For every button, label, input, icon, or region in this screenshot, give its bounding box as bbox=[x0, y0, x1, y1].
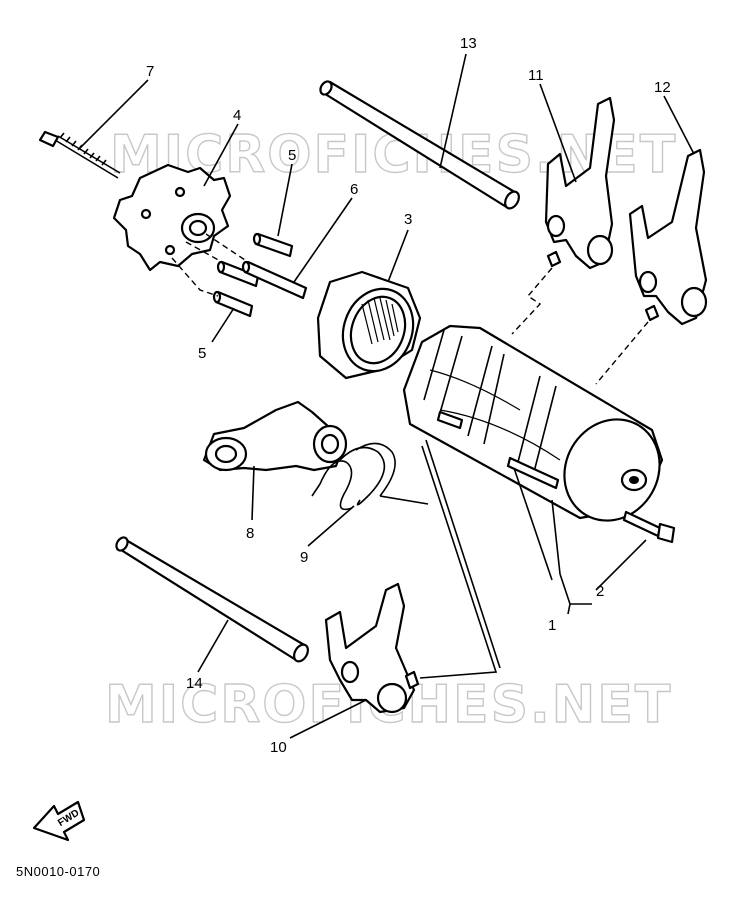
leader-1 bbox=[559, 573, 592, 615]
callout-2: 2 bbox=[596, 583, 604, 600]
part-8-shift-lever bbox=[202, 400, 348, 472]
callout-4: 4 bbox=[233, 107, 241, 124]
part-3-bearing bbox=[316, 270, 422, 380]
callout-1: 1 bbox=[548, 617, 556, 634]
callout-13: 13 bbox=[460, 35, 477, 52]
callout-5-lower: 5 bbox=[198, 345, 206, 362]
callout-6: 6 bbox=[350, 181, 358, 198]
fwd-arrow-icon: FWD bbox=[32, 800, 86, 842]
part-5-pin-lower bbox=[212, 290, 254, 318]
callout-9: 9 bbox=[300, 549, 308, 566]
callout-3: 3 bbox=[404, 211, 412, 228]
part-4-segment bbox=[112, 163, 232, 272]
callout-11: 11 bbox=[528, 67, 544, 84]
part-7-bolt bbox=[38, 130, 121, 179]
part-5-pin-upper bbox=[252, 232, 294, 258]
part-10-shift-fork bbox=[324, 582, 420, 714]
leader-5b bbox=[211, 307, 235, 343]
leader-12 bbox=[663, 95, 695, 155]
part-12-shift-fork bbox=[628, 148, 708, 326]
leader-7 bbox=[79, 79, 149, 149]
part-11-shift-fork bbox=[544, 96, 616, 270]
callout-7: 7 bbox=[146, 63, 154, 80]
part-1-shift-drum bbox=[402, 324, 664, 522]
leader-13 bbox=[439, 53, 467, 169]
drawing-code: 5N0010-0170 bbox=[16, 864, 101, 879]
leader-9 bbox=[307, 505, 355, 547]
part-14-shaft bbox=[115, 536, 309, 663]
part-13-shaft bbox=[319, 80, 520, 210]
leader-11 bbox=[539, 83, 577, 183]
part-2-screw bbox=[622, 510, 676, 544]
leader-8 bbox=[251, 465, 255, 521]
part-6-pin bbox=[241, 260, 308, 300]
leader-10 bbox=[289, 699, 367, 739]
callout-8: 8 bbox=[246, 525, 254, 542]
leader-5a bbox=[277, 163, 293, 237]
leader-4 bbox=[203, 123, 239, 187]
leader-2 bbox=[595, 539, 647, 591]
leader-3 bbox=[387, 229, 409, 283]
leader-6 bbox=[293, 197, 353, 283]
leader-14 bbox=[197, 619, 229, 673]
callout-14: 14 bbox=[186, 675, 203, 692]
callout-5-upper: 5 bbox=[288, 147, 296, 164]
part-9-spring bbox=[311, 442, 429, 511]
callout-10: 10 bbox=[270, 739, 287, 756]
callout-12: 12 bbox=[654, 79, 671, 96]
